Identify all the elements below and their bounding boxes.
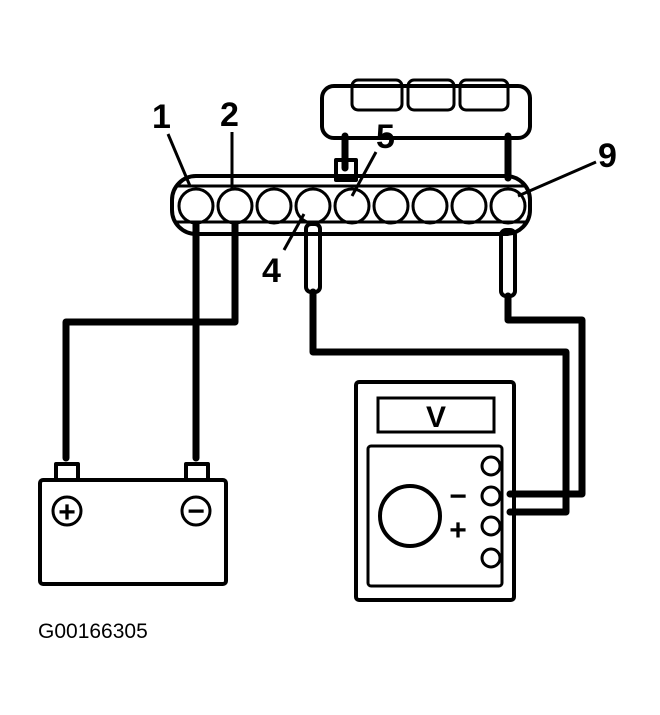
terminal-1 bbox=[177, 187, 215, 225]
wire-probe9-meter bbox=[504, 292, 586, 498]
wire-probe4-meter bbox=[309, 288, 570, 516]
callout-2: 2 bbox=[220, 96, 239, 134]
terminal-2 bbox=[216, 187, 254, 225]
callout-9: 9 bbox=[598, 137, 617, 175]
probe-terminal-9 bbox=[499, 228, 517, 298]
meter-minus-symbol: − bbox=[449, 480, 467, 513]
terminal-9 bbox=[489, 187, 527, 225]
battery-positive-terminal bbox=[51, 495, 83, 527]
terminal-8 bbox=[450, 187, 488, 225]
callouts: 1 2 5 9 4 bbox=[152, 96, 617, 290]
callout-5: 5 bbox=[376, 118, 395, 156]
callout-1: 1 bbox=[152, 98, 171, 136]
test-probes bbox=[304, 222, 586, 516]
multimeter: V − + bbox=[354, 380, 516, 602]
wire-terminal2-battery-pos bbox=[62, 220, 239, 462]
battery-negative-terminal bbox=[180, 495, 212, 527]
terminal-6 bbox=[372, 187, 410, 225]
battery: + − bbox=[38, 462, 228, 586]
terminal-pins bbox=[177, 187, 527, 225]
relay-module bbox=[320, 78, 532, 182]
figure-id: G00166305 bbox=[38, 620, 148, 643]
callout-4: 4 bbox=[262, 252, 281, 290]
meter-display bbox=[376, 396, 496, 434]
terminal-5 bbox=[333, 187, 371, 225]
meter-plus-symbol: + bbox=[449, 514, 467, 547]
battery-positive-symbol: + bbox=[58, 496, 76, 529]
meter-jacks bbox=[480, 455, 502, 569]
terminal-7 bbox=[411, 187, 449, 225]
terminal-3 bbox=[255, 187, 293, 225]
meter-display-text: V bbox=[426, 401, 446, 434]
meter-dial bbox=[378, 484, 442, 548]
battery-negative-symbol: − bbox=[187, 495, 205, 528]
connector-block bbox=[170, 174, 532, 236]
battery-wires bbox=[62, 220, 239, 462]
